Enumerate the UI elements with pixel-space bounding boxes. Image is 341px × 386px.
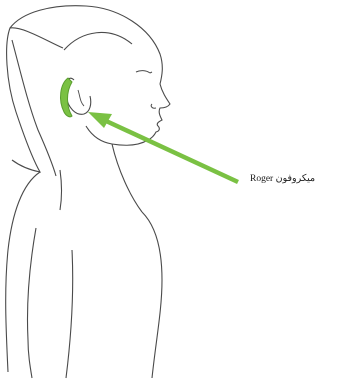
eyelash-outline (150, 72, 152, 73)
arrow-shaft (104, 120, 238, 182)
neck-back-outline (60, 170, 62, 210)
roger-microphone-label: ميكروفون Roger (250, 173, 338, 185)
chest-outline (142, 212, 162, 378)
neck-front-outline (112, 144, 142, 212)
behind-the-ear-hearing-aid-icon (61, 78, 72, 117)
hairline-outline (64, 33, 132, 50)
arm-outline (27, 228, 36, 378)
eye-outline (136, 71, 150, 73)
arrow-icon (88, 112, 112, 128)
arm-front-outline (66, 250, 73, 378)
jaw-outline (86, 126, 112, 144)
nostril-outline (151, 104, 156, 108)
back-outline (6, 172, 40, 372)
head-crown-outline (10, 6, 162, 84)
ear-inner-outline (78, 90, 84, 106)
hair-outline (7, 28, 63, 172)
ponytail-outline (12, 40, 56, 176)
